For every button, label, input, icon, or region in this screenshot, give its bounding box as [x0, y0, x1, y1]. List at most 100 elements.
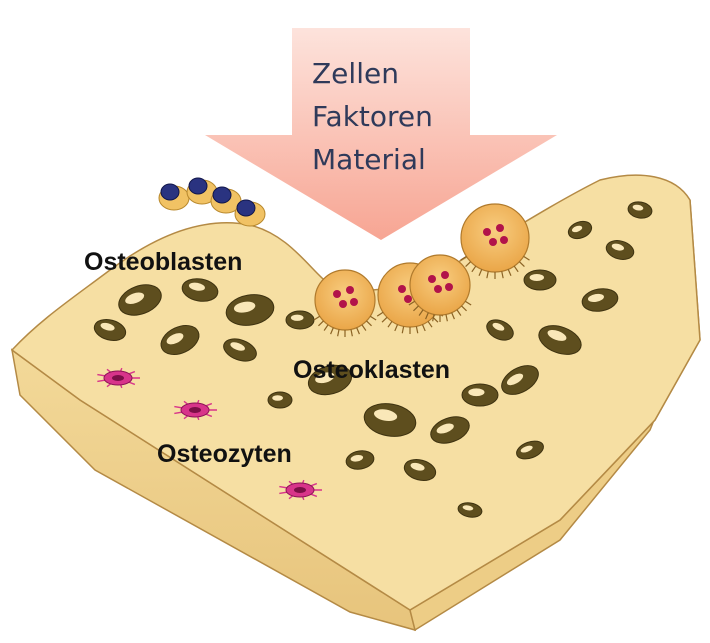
ruffled-border	[408, 300, 416, 306]
ruffled-border	[501, 271, 504, 279]
osteoblast-cell	[234, 199, 266, 227]
ruffled-border	[456, 309, 462, 316]
pore-highlight	[233, 301, 256, 313]
ruffled-border	[486, 271, 489, 279]
osteoblast-cell	[210, 186, 242, 214]
ruffled-border	[381, 316, 388, 323]
ruffled-border	[421, 324, 426, 332]
osteoclast-nucleus	[500, 236, 508, 244]
ruffled-border	[376, 311, 384, 317]
ruffled-border	[464, 300, 472, 306]
ruffled-border	[418, 309, 424, 316]
osteoclast-nucleus	[333, 290, 341, 298]
ruffled-border	[394, 324, 399, 332]
ruffled-border	[401, 326, 405, 334]
ruffled-border	[356, 327, 360, 335]
osteoclast-nucleus	[346, 286, 354, 294]
pore-highlight	[587, 293, 604, 302]
osteocyte-cell	[174, 399, 217, 421]
ruffled-border	[425, 312, 429, 320]
label-osteoblasts: Osteoblasten	[84, 248, 243, 276]
osteoclast-nucleus	[428, 275, 436, 283]
pore-highlight	[571, 225, 583, 233]
pore-highlight	[611, 243, 625, 251]
pore-highlight	[188, 282, 205, 291]
pore-highlight	[520, 445, 533, 453]
osteoclast-nucleus	[434, 285, 442, 293]
pore-highlight	[547, 329, 567, 341]
pore-highlight	[410, 462, 425, 471]
down-arrow	[205, 28, 557, 240]
ruffled-border	[415, 326, 419, 334]
pore-highlight	[272, 395, 283, 401]
osteoclast-cell	[460, 203, 530, 279]
osteoclast-body	[314, 269, 376, 331]
ruffled-border	[361, 324, 367, 331]
ruffled-border	[465, 261, 472, 267]
ruffled-border	[478, 269, 483, 276]
ruffled-border	[366, 320, 372, 327]
osteoblasts	[158, 177, 266, 227]
pore-highlight	[290, 314, 304, 321]
ruffled-border	[432, 314, 435, 322]
osteoclast-cell	[408, 254, 472, 322]
label-osteoclasts: Osteoklasten	[293, 356, 451, 384]
osteoclast-nucleus	[398, 285, 406, 293]
pore-highlight	[374, 409, 398, 422]
ruffled-border	[350, 329, 353, 337]
ruffled-border	[369, 315, 377, 321]
pore-highlight	[100, 322, 115, 331]
arrow-text-line-2: Faktoren	[312, 100, 433, 133]
osteoblast-nucleus	[160, 183, 180, 201]
ruffled-border	[330, 327, 334, 335]
arrow-text-line-3: Material	[312, 143, 426, 176]
osteocyte-cell	[97, 367, 140, 389]
ruffled-border	[523, 255, 530, 261]
pore-highlight	[436, 423, 454, 434]
osteoclast-nucleus	[441, 271, 449, 279]
bone-pores	[93, 201, 653, 518]
pore-highlight	[468, 388, 485, 397]
bone-top-surface	[10, 174, 701, 611]
osteoblast-cell	[186, 177, 218, 205]
osteocyte-nucleus	[294, 487, 306, 493]
pore-highlight	[230, 342, 245, 351]
ruffled-border	[507, 269, 512, 276]
ruffled-border	[461, 305, 467, 312]
osteoclast-body	[460, 203, 530, 273]
ruffled-border	[427, 321, 433, 328]
ruffled-border	[445, 314, 448, 322]
osteocyte-nucleus	[112, 375, 124, 381]
osteoclast-nucleus	[496, 224, 504, 232]
pore-highlight	[632, 204, 644, 211]
osteocyte-cell	[279, 479, 322, 501]
osteocytes	[97, 367, 322, 501]
osteoblast-cell	[158, 183, 190, 211]
osteoclast-nucleus	[339, 300, 347, 308]
osteoclast-cell	[313, 269, 377, 337]
osteoclast-nucleus	[350, 298, 358, 306]
ruffled-border	[513, 265, 519, 273]
ruffled-border	[518, 261, 525, 267]
pore-highlight	[350, 454, 364, 462]
osteoclast-nucleus	[489, 238, 497, 246]
ruffled-border	[337, 329, 340, 337]
osteocyte-nucleus	[189, 407, 201, 413]
pore-highlight	[166, 333, 184, 345]
osteoclast-nucleus	[483, 228, 491, 236]
label-osteocytes: Osteozyten	[157, 440, 292, 468]
osteoclast-nucleus	[404, 295, 412, 303]
pore-highlight	[125, 292, 145, 304]
ruffled-border	[318, 320, 324, 327]
osteoclast-body	[409, 254, 471, 316]
osteoclast-nucleus	[445, 283, 453, 291]
osteoblast-nucleus	[188, 177, 208, 195]
pore-highlight	[462, 505, 474, 511]
ruffled-border	[471, 265, 477, 273]
ruffled-border	[323, 324, 329, 331]
pore-highlight	[492, 322, 505, 331]
ruffled-border	[460, 255, 467, 261]
ruffled-border	[387, 321, 393, 328]
